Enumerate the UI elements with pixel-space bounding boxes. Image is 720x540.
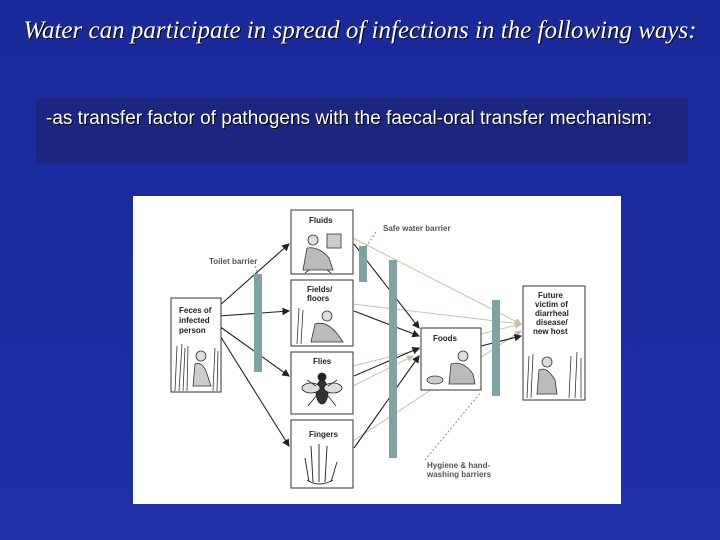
safe-water-barrier-bar — [389, 260, 397, 458]
bullet-text: -as transfer factor of pathogens with th… — [46, 106, 686, 131]
source-label-3: person — [179, 326, 206, 335]
slide-title: Water can participate in spread of infec… — [20, 14, 700, 47]
fields-label-1: Fields/ — [307, 285, 333, 294]
toilet-barrier-bar — [254, 274, 262, 372]
transmission-diagram: Feces of infected person Fluids Fields/ … — [133, 196, 621, 504]
fluids-label: Fluids — [309, 216, 333, 225]
source-label-1: Feces of — [179, 306, 212, 315]
hygiene-barrier-bar — [492, 300, 500, 396]
source-label-2: infected — [179, 316, 210, 325]
hygiene-barrier-label-1: Hygiene & hand- — [427, 461, 490, 470]
target-label-1: Future — [538, 291, 563, 300]
foods-label: Foods — [433, 334, 458, 343]
safe-water-barrier-bar-top — [359, 246, 367, 282]
toilet-barrier-label: Toilet barrier — [209, 257, 257, 266]
safe-water-barrier-label: Safe water barrier — [383, 224, 451, 233]
diagram-svg: Feces of infected person Fluids Fields/ … — [133, 196, 621, 504]
flies-label: Flies — [313, 357, 332, 366]
fingers-label: Fingers — [309, 430, 338, 439]
target-label-5: new host — [533, 327, 568, 336]
target-label-4: disease/ — [536, 318, 568, 327]
hygiene-barrier-label-2: washing barriers — [426, 470, 492, 479]
fields-label-2: floors — [307, 294, 330, 303]
target-label-3: diarrheal — [535, 309, 569, 318]
target-label-2: victim of — [535, 300, 568, 309]
